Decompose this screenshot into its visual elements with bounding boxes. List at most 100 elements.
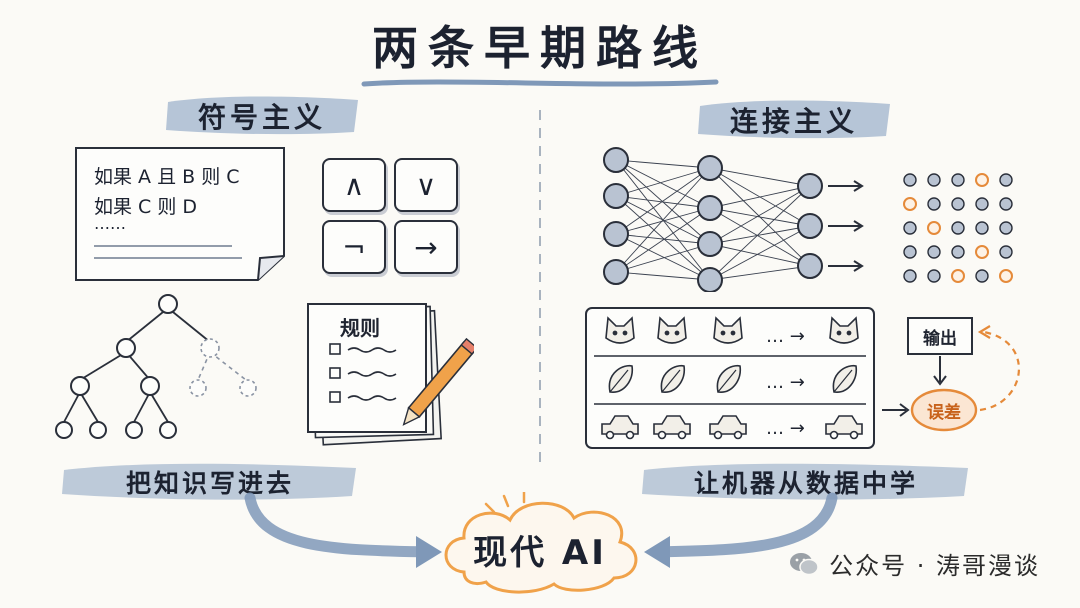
data-dot (951, 197, 965, 211)
data-dot (975, 221, 989, 235)
data-dot (903, 221, 917, 235)
nn-node (697, 231, 723, 257)
left-label-brush (166, 96, 358, 135)
and-operator: ∧ (343, 168, 365, 202)
nn-edge (709, 243, 811, 267)
nn-node (797, 173, 823, 199)
data-dot (999, 221, 1013, 235)
data-dot (951, 269, 965, 283)
title-underline (361, 79, 719, 87)
nn-node (697, 155, 723, 181)
data-dot (903, 173, 917, 187)
rule-document (75, 147, 285, 281)
cat-ellipsis: … (766, 326, 784, 347)
and-operator-key: ∧ (322, 158, 386, 212)
data-dot (999, 197, 1013, 211)
or-operator-key: ∨ (394, 158, 458, 212)
data-dot (951, 173, 965, 187)
data-dot (951, 221, 965, 235)
watermark: 公众号 · 涛哥漫谈 (789, 546, 1040, 581)
car-row-ellipsis: … → (766, 418, 805, 439)
data-dot (903, 269, 917, 283)
data-dot (975, 245, 989, 259)
symbolism-label: 符号主义 (197, 101, 326, 134)
car-icon (653, 415, 691, 440)
nn-node (697, 267, 723, 292)
cat-icon (829, 316, 859, 344)
data-dot (999, 269, 1013, 283)
error-label: 误差 (927, 403, 961, 423)
data-dot (999, 245, 1013, 259)
decision-tree (55, 294, 257, 439)
left-caption: 把知识写进去 (125, 469, 294, 498)
nn-node (603, 183, 629, 209)
data-dot (951, 245, 965, 259)
not-operator: ¬ (342, 230, 366, 264)
cat-icon (605, 316, 635, 344)
nn-edge (709, 225, 811, 245)
nn-node (797, 253, 823, 279)
neural-network (603, 147, 864, 292)
nn-edge (709, 185, 811, 245)
leaf-arrow: → (789, 372, 805, 393)
center-divider (539, 110, 541, 470)
nn-edge (615, 233, 711, 245)
right-caption: 让机器从数据中学 (693, 469, 918, 498)
data-dot (903, 197, 917, 211)
cat-row-ellipsis: … → (766, 326, 805, 347)
nn-node (797, 213, 823, 239)
modern-ai-label: 现代 AI (473, 533, 607, 573)
car-icon (825, 415, 863, 440)
or-operator: ∨ (415, 168, 437, 202)
feedback-loop (882, 317, 1021, 432)
page-title: 两条早期路线 (372, 21, 708, 75)
nn-edge (615, 207, 711, 235)
data-dot (927, 221, 941, 235)
leaf-icon (608, 364, 634, 393)
modern-ai-cloud (444, 492, 638, 594)
nn-edge (615, 195, 711, 281)
nn-edge (615, 159, 711, 209)
nn-edge (709, 225, 811, 281)
nn-edge (615, 159, 711, 169)
leaf-row-ellipsis: … → (766, 372, 805, 393)
implies-operator-key: → (394, 220, 458, 274)
leaf-icon (716, 364, 742, 393)
nn-node (697, 195, 723, 221)
nn-edge (709, 207, 811, 267)
car-icon (709, 415, 747, 440)
leaf-icon (832, 364, 858, 393)
nn-edge (709, 185, 811, 209)
nn-edge (709, 207, 811, 227)
nn-edge (615, 195, 711, 209)
leaf-icon (660, 364, 686, 393)
output-label: 输出 (923, 329, 957, 349)
left-caption-brush (62, 463, 356, 500)
nn-edge (615, 243, 711, 273)
right-label-brush (698, 100, 890, 139)
nn-edge (615, 233, 711, 281)
nn-edge (615, 167, 711, 235)
cat-icon (713, 316, 743, 344)
merge-arrows (244, 492, 838, 568)
nn-edge (615, 167, 711, 273)
data-dot (975, 269, 989, 283)
data-dot (927, 197, 941, 211)
data-dot (903, 245, 917, 259)
data-dot (927, 173, 941, 187)
nn-edge (615, 167, 711, 197)
data-dot (999, 173, 1013, 187)
connectionism-label: 连接主义 (729, 105, 858, 138)
nn-edge (615, 271, 711, 281)
data-dot (927, 269, 941, 283)
car-arrow: → (789, 418, 805, 439)
rule-notebook (307, 303, 474, 446)
rule-line-1: 如果 A 且 B 则 C (94, 166, 240, 188)
rule-line-2: 如果 C 则 D (94, 196, 198, 218)
training-data-panel (585, 307, 875, 449)
wechat-icon (790, 552, 819, 575)
cat-arrow: → (789, 326, 805, 347)
cat-icon (657, 316, 687, 344)
data-dot (975, 197, 989, 211)
nn-edge (615, 207, 711, 273)
